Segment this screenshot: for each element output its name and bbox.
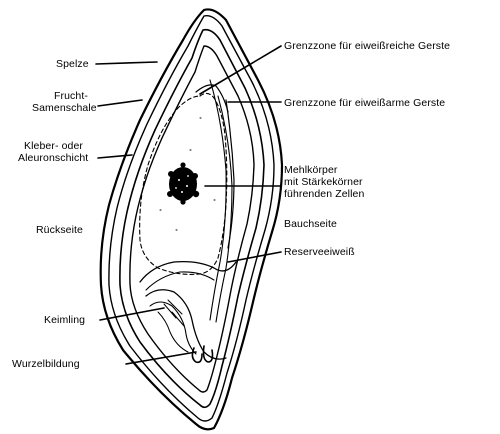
- label-fruchtschale: Frucht- Samenschale: [32, 90, 97, 114]
- label-rueckseite: Rückseite: [36, 224, 84, 236]
- rootlet-1: [191, 347, 203, 364]
- cell-dots: [159, 117, 216, 231]
- husk-inner-line: [108, 15, 275, 422]
- leader-fruchtschale: [97, 99, 143, 107]
- label-grenzzone-reich: Grenzzone für eiweißreiche Gerste: [284, 40, 451, 52]
- leader-keimling: [99, 307, 165, 321]
- label-grenzzone-arm: Grenzzone für eiweißarme Gerste: [284, 97, 446, 109]
- protein-rich-boundary: [195, 84, 229, 113]
- starch-cell-cluster: [167, 162, 200, 205]
- label-wurzelbildung: Wurzelbildung: [12, 358, 80, 370]
- reserve-protein-band: [139, 260, 237, 283]
- label-kleber-line1: Kleber- oder: [24, 140, 83, 152]
- label-kleberschicht: Kleber- oder Aleuronschicht: [18, 140, 88, 164]
- leader-reserveeiweiss: [227, 251, 282, 263]
- label-bauchseite: Bauchseite: [284, 218, 337, 230]
- embryo-detail-1: [157, 311, 189, 353]
- label-keimling: Keimling: [44, 314, 86, 326]
- label-reserveeiweiss: Reserveeiweiß: [284, 246, 355, 258]
- ventral-furrow-line-1: [209, 79, 227, 321]
- leader-spelze: [95, 61, 158, 65]
- label-mehlkoerper-line1: Mehlkörper: [284, 164, 338, 176]
- embryo-scutellum: [149, 301, 197, 355]
- label-fruchtschale-line1: Frucht-: [54, 90, 88, 102]
- leader-kleber: [97, 154, 133, 159]
- ventral-furrow-line-2: [215, 95, 233, 323]
- reserve-protein-band-inner: [145, 271, 215, 291]
- label-mehlkoerper-line2: mit Stärkekörner: [284, 176, 363, 188]
- embryo-outline: [145, 289, 227, 360]
- label-spelze: Spelze: [56, 58, 89, 70]
- label-mehlkoerper-line3: führenden Zellen: [284, 188, 365, 200]
- label-fruchtschale-line2: Samenschale: [32, 102, 97, 114]
- husk-outline: [99, 8, 284, 431]
- starch-cell-texture: [175, 175, 189, 193]
- aleurone-layer: [129, 45, 255, 393]
- embryo-detail-2: [163, 299, 185, 327]
- fruit-seed-coat: [119, 28, 265, 409]
- label-mehlkoerper: Mehlkörper mit Stärkekörner führenden Ze…: [284, 164, 364, 200]
- leader-wurzelbildung: [125, 351, 197, 365]
- leader-grenzzone-reich: [199, 45, 282, 95]
- rootlet-2: [202, 345, 214, 363]
- label-kleber-line2: Aleuronschicht: [18, 152, 89, 164]
